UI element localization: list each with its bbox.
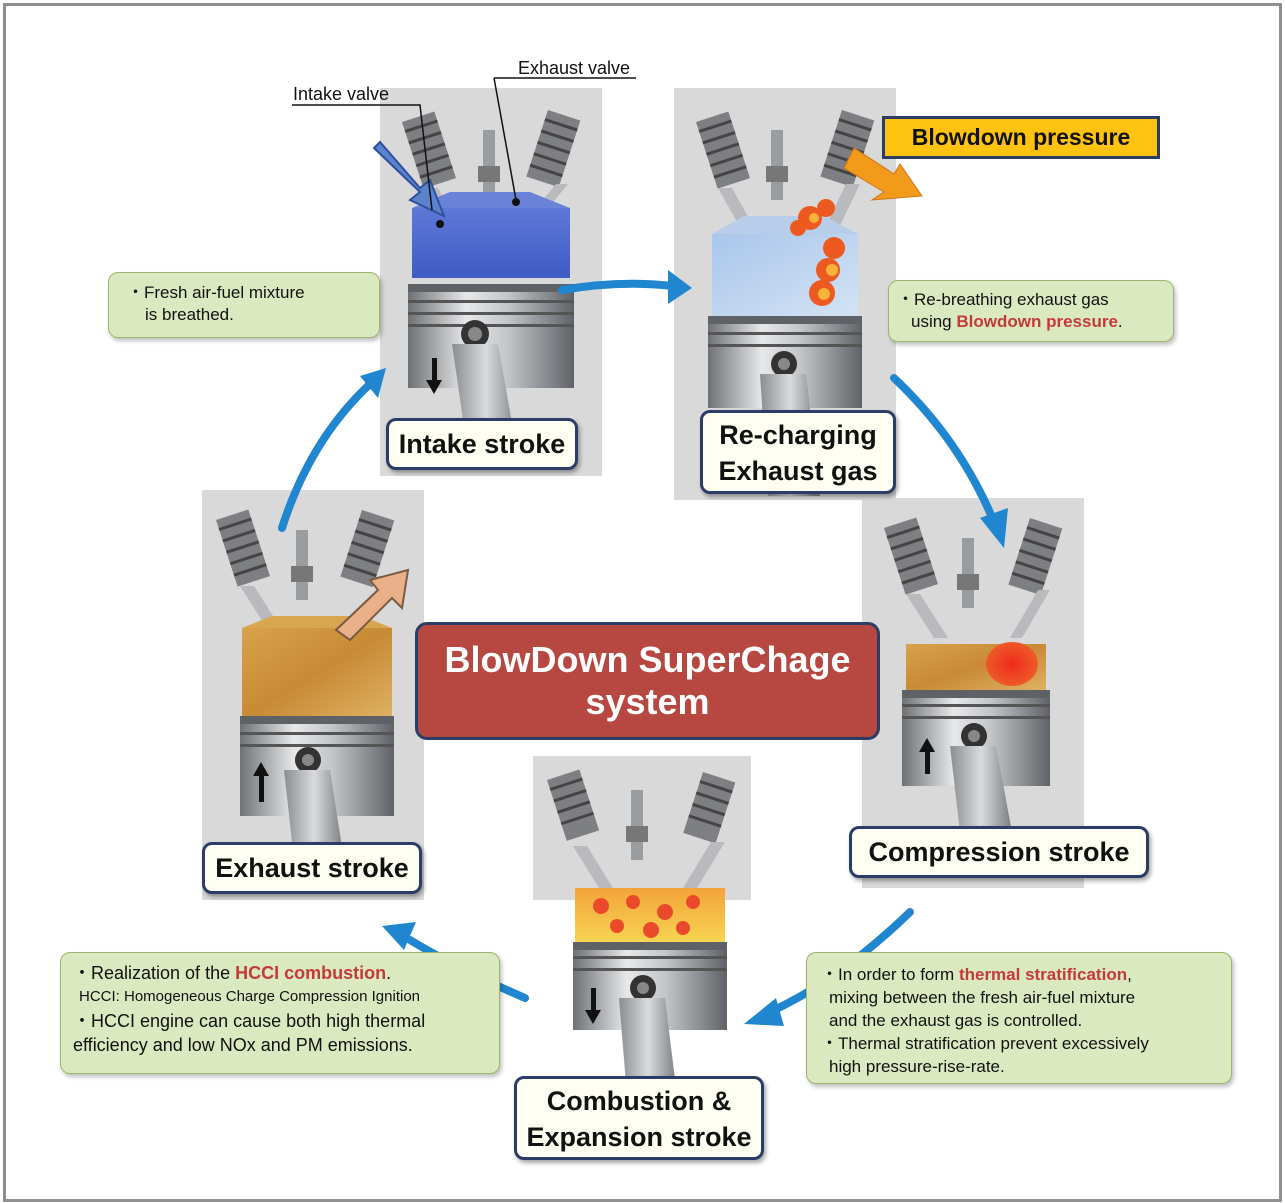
blowdown-pressure-label: Blowdown pressure xyxy=(882,116,1160,159)
intake-stroke-label: Intake stroke xyxy=(386,418,578,470)
combustion-stroke-line1: Combustion & xyxy=(546,1086,732,1116)
exhaust-engine-image xyxy=(216,509,410,860)
cycle-arrow-intake-to-recharge xyxy=(558,279,676,294)
stratification-callout-line4: ・Thermal stratification prevent excessiv… xyxy=(821,1034,1149,1053)
stratification-callout-line5: high pressure-rise-rate. xyxy=(829,1057,1005,1076)
stratification-callout-suffix: , xyxy=(1127,965,1132,984)
stratification-callout-line2: mixing between the fresh air-fuel mixtur… xyxy=(829,988,1136,1007)
recharging-callout-line2: using Blowdown pressure. xyxy=(897,311,1173,333)
compression-stroke-label: Compression stroke xyxy=(849,826,1149,878)
recharging-callout: ・Re-breathing exhaust gas using Blowdown… xyxy=(888,280,1174,342)
recharging-stroke-label: Re-charging Exhaust gas xyxy=(700,410,896,494)
intake-callout-line2: is breathed. xyxy=(145,305,234,324)
hcci-callout: ・Realization of the HCCI combustion. HCC… xyxy=(60,952,500,1074)
hcci-combustion-highlight: HCCI combustion xyxy=(235,963,387,983)
compression-engine-image xyxy=(884,517,1063,832)
engine-illustrations xyxy=(202,77,1084,1096)
bdsc-diagram: Intake valve Exhaust valve Blowdown pres… xyxy=(6,6,1279,1199)
hcci-callout-prefix: ・Realization of the xyxy=(73,963,236,983)
exhaust-stroke-label: Exhaust stroke xyxy=(202,842,422,894)
system-title: BlowDown SuperChage system xyxy=(415,622,880,740)
hcci-callout-line2: HCCI: Homogeneous Charge Compression Ign… xyxy=(79,988,421,1005)
recharging-stroke-line1: Re-charging xyxy=(719,420,877,450)
intake-callout-line1: ・Fresh air-fuel mixture xyxy=(127,283,305,302)
hcci-callout-line4: efficiency and low NOx and PM emissions. xyxy=(73,1035,413,1055)
stratification-callout: ・In order to form thermal stratification… xyxy=(806,952,1232,1084)
stratification-callout-line3: and the exhaust gas is controlled. xyxy=(829,1011,1083,1030)
figure-frame: Intake valve Exhaust valve Blowdown pres… xyxy=(3,3,1282,1202)
stratification-callout-line1: ・In order to form thermal stratification… xyxy=(821,963,1231,986)
hcci-callout-suffix: . xyxy=(386,963,392,983)
combustion-engine-image xyxy=(547,769,736,1096)
thermal-stratification-highlight: thermal stratification xyxy=(958,965,1128,984)
recharging-callout-suffix: . xyxy=(1117,312,1123,331)
recharging-callout-prefix: using xyxy=(911,312,957,331)
hcci-callout-line3: ・HCCI engine can cause both high thermal xyxy=(73,1011,426,1031)
blowdown-pressure-highlight: Blowdown pressure xyxy=(956,312,1118,331)
recharging-callout-line1: ・Re-breathing exhaust gas xyxy=(897,290,1109,309)
combustion-stroke-line2: Expansion stroke xyxy=(526,1122,752,1152)
cycle-arrow-exhaust-to-intake xyxy=(278,380,374,532)
system-title-text: BlowDown SuperChage system xyxy=(444,639,851,722)
exhaust-valve-label: Exhaust valve xyxy=(518,58,631,78)
intake-callout: ・Fresh air-fuel mixture is breathed. xyxy=(108,272,380,338)
intake-valve-label: Intake valve xyxy=(293,84,390,104)
stratification-callout-prefix: ・In order to form xyxy=(821,965,959,984)
cycle-arrow-recharge-to-compression xyxy=(890,374,998,526)
combustion-stroke-label: Combustion & Expansion stroke xyxy=(514,1076,764,1160)
hcci-callout-line1: ・Realization of the HCCI combustion. xyxy=(73,961,499,985)
recharging-stroke-line2: Exhaust gas xyxy=(718,456,878,486)
